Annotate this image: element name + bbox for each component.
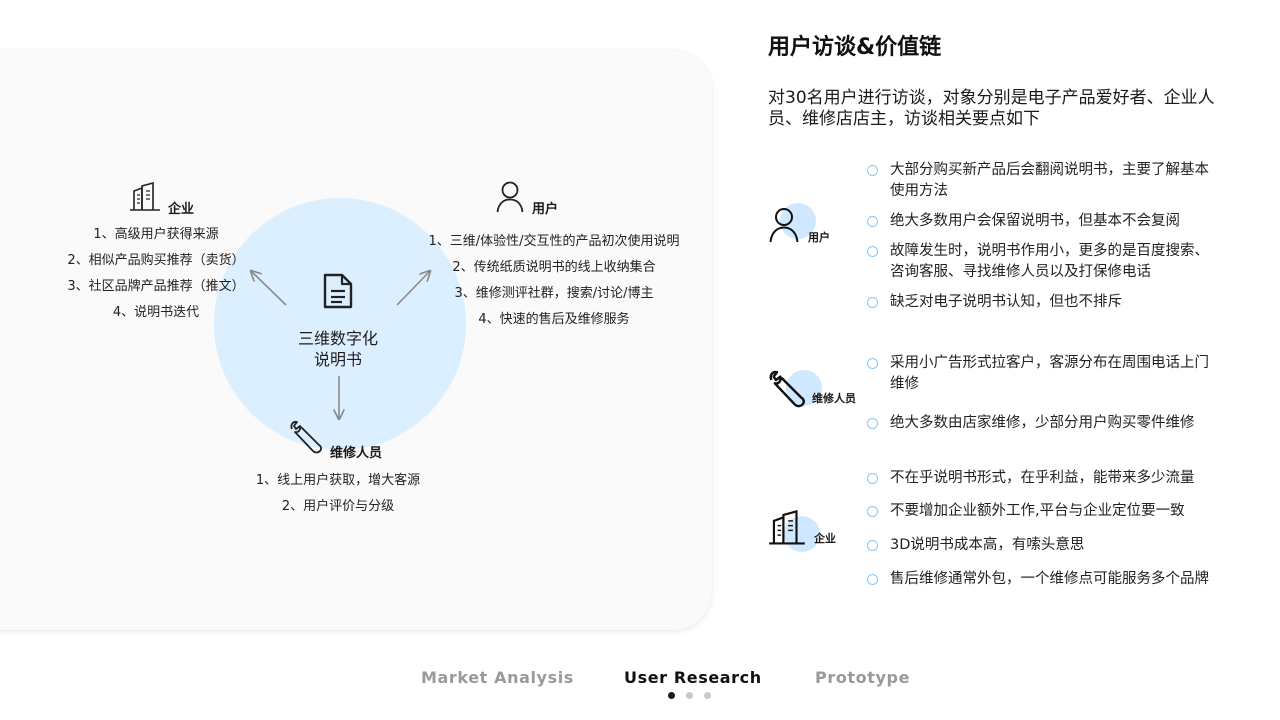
user-label: 用户 — [532, 202, 559, 217]
building-icon — [130, 182, 160, 211]
enterprise-list: 1、高级用户获得来源 2、相似产品购买推荐（卖货） 3、社区品牌产品推荐（推文）… — [56, 222, 256, 326]
building-icon — [769, 510, 805, 545]
user-list: 1、三维/体验性/交互性的产品初次使用说明 2、传统纸质说明书的线上收纳集合 3… — [412, 229, 696, 333]
bullet-dot — [867, 358, 878, 369]
group-repair-icon — [766, 368, 824, 416]
bullet-item: 不在乎说明书形式，在乎利益，能带来多少流量 — [866, 468, 1210, 489]
list-item: 4、说明书迭代 — [112, 305, 200, 320]
group-user-icon — [766, 201, 824, 249]
user-icon — [769, 208, 799, 243]
tab-user-research[interactable]: User Research — [624, 668, 762, 687]
repair-list: 1、线上用户获取，增大客源 2、用户评价与分级 — [234, 468, 442, 520]
list-item: 1、三维/体验性/交互性的产品初次使用说明 — [428, 234, 680, 249]
bullet-item: 缺乏对电子说明书认知，但也不排斥 — [866, 292, 1210, 313]
bullet-dot — [867, 418, 878, 429]
group-enterprise-icon — [766, 508, 824, 556]
bullet-item: 售后维修通常外包，一个维修点可能服务多个品牌 — [866, 569, 1210, 590]
bullet-dot — [867, 165, 878, 176]
bullet-item: 不要增加企业额外工作,平台与企业定位要一致 — [866, 501, 1210, 522]
list-item: 2、传统纸质说明书的线上收纳集合 — [452, 260, 656, 275]
bullet-item: 大部分购买新产品后会翻阅说明书，主要了解基本使用方法 — [866, 160, 1210, 202]
list-item: 4、快速的售后及维修服务 — [478, 312, 630, 327]
bullet-dot — [867, 216, 878, 227]
bullet-dot — [867, 246, 878, 257]
center-circle — [214, 198, 466, 450]
pager-dot-active[interactable] — [668, 692, 675, 699]
list-item: 2、相似产品购买推荐（卖货） — [67, 253, 245, 268]
enterprise-label: 企业 — [168, 202, 195, 217]
bullet-dot — [867, 473, 878, 484]
group-user-label: 用户 — [808, 231, 830, 244]
group-repair-label: 维修人员 — [812, 392, 856, 405]
tab-prototype[interactable]: Prototype — [815, 668, 911, 687]
list-item: 3、维修测评社群，搜索/讨论/博主 — [454, 286, 654, 301]
bullet-item: 故障发生时，说明书作用小，更多的是百度搜索、咨询客服、寻找维修人员以及打保修电话 — [866, 241, 1210, 283]
wrench-icon — [769, 370, 805, 408]
group-enterprise-label: 企业 — [814, 532, 836, 545]
pager-dot[interactable] — [704, 692, 711, 699]
bullet-item: 3D说明书成本高，有嗦头意思 — [866, 535, 1210, 556]
bullet-dot — [867, 540, 878, 551]
center-title: 三维数字化 说明书 — [297, 329, 378, 369]
list-item: 1、高级用户获得来源 — [93, 227, 219, 242]
page-title: 用户访谈&价值链 — [768, 35, 942, 60]
bullet-dot — [867, 506, 878, 517]
icon-blob — [784, 516, 820, 552]
list-item: 3、社区品牌产品推荐（推文） — [67, 279, 245, 294]
bullet-item: 采用小广告形式拉客户，客源分布在周围电话上门维修 — [866, 353, 1210, 395]
bullet-dot — [867, 574, 878, 585]
list-item: 2、用户评价与分级 — [281, 499, 395, 514]
bullet-item: 绝大多数由店家维修，少部分用户购买零件维修 — [866, 413, 1210, 434]
document-icon — [323, 273, 353, 309]
wrench-icon — [290, 420, 322, 454]
user-icon — [496, 181, 524, 213]
repair-label: 维修人员 — [330, 446, 383, 461]
bullet-item: 绝大多数用户会保留说明书，但基本不会复阅 — [866, 211, 1210, 232]
tab-market-analysis[interactable]: Market Analysis — [421, 668, 574, 687]
list-item: 1、线上用户获取，增大客源 — [255, 473, 421, 488]
pager-dot[interactable] — [686, 692, 693, 699]
bullet-dot — [867, 297, 878, 308]
intro-text: 对30名用户进行访谈，对象分别是电子产品爱好者、企业人员、维修店店主，访谈相关要… — [768, 88, 1215, 129]
